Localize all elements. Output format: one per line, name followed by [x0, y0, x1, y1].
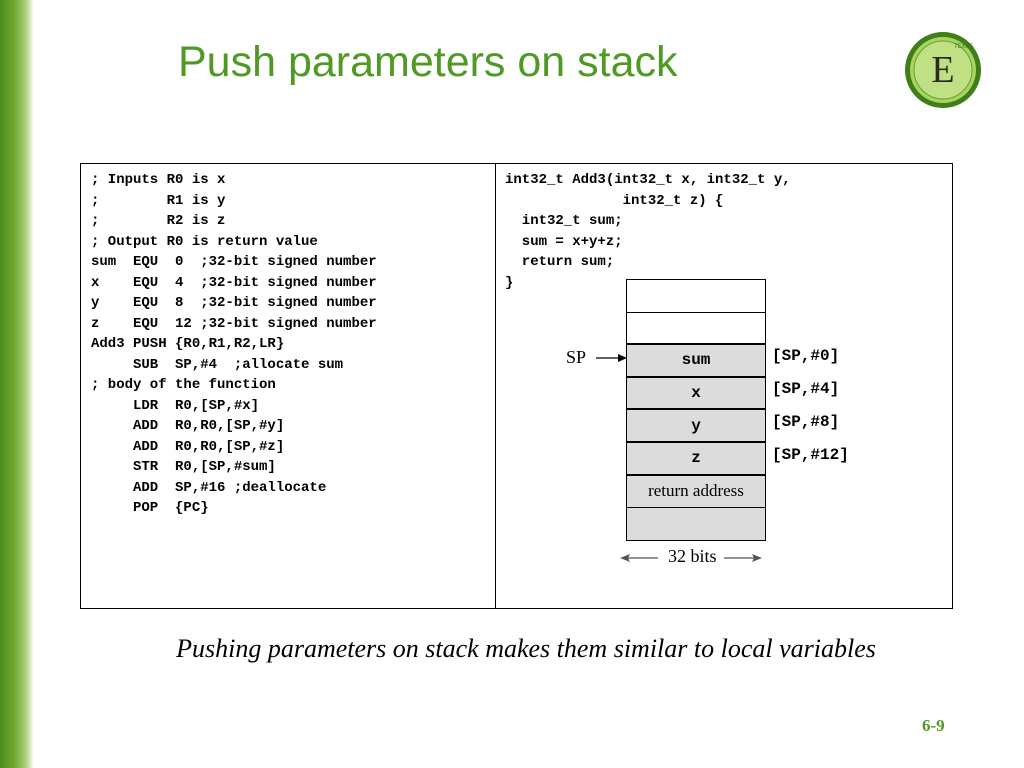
stack-cell-empty	[627, 312, 765, 346]
logo-text: TEXAS	[953, 43, 974, 50]
left-accent-bar	[0, 0, 34, 768]
offset-label-y: [SP,#8]	[772, 413, 840, 431]
sp-label: SP	[566, 347, 587, 367]
stack-cell-sum: sum	[627, 345, 765, 378]
offset-label-x: [SP,#4]	[772, 380, 840, 398]
sp-arrow-icon	[596, 354, 627, 362]
stack-cell-y: y	[627, 410, 765, 443]
stack-cell-bottom	[627, 508, 765, 541]
stack-diagram: sum x y z return address	[626, 279, 766, 541]
stack-cell-return-address: return address	[627, 475, 765, 509]
bits-width-arrow-icon	[620, 554, 762, 562]
texas-e-logo-icon: TEXAS E	[905, 32, 981, 108]
slide-caption: Pushing parameters on stack makes them s…	[176, 634, 876, 663]
code-table: ; Inputs R0 is x ; R1 is y ; R2 is z ; O…	[80, 163, 953, 609]
page-number: 6-9	[922, 716, 945, 735]
offset-label-z: [SP,#12]	[772, 446, 849, 464]
offset-label-sum: [SP,#0]	[772, 347, 840, 365]
table-divider	[495, 164, 496, 608]
bits-width-label: 32 bits	[668, 546, 717, 566]
c-code-block: int32_t Add3(int32_t x, int32_t y, int32…	[505, 172, 791, 291]
slide-title: Push parameters on stack	[178, 38, 678, 86]
stack-cell-x: x	[627, 377, 765, 411]
logo-letter: E	[931, 49, 954, 91]
stack-cell-empty-top	[627, 280, 765, 313]
stack-cell-z: z	[627, 442, 765, 476]
assembly-code-block: ; Inputs R0 is x ; R1 is y ; R2 is z ; O…	[91, 172, 377, 516]
